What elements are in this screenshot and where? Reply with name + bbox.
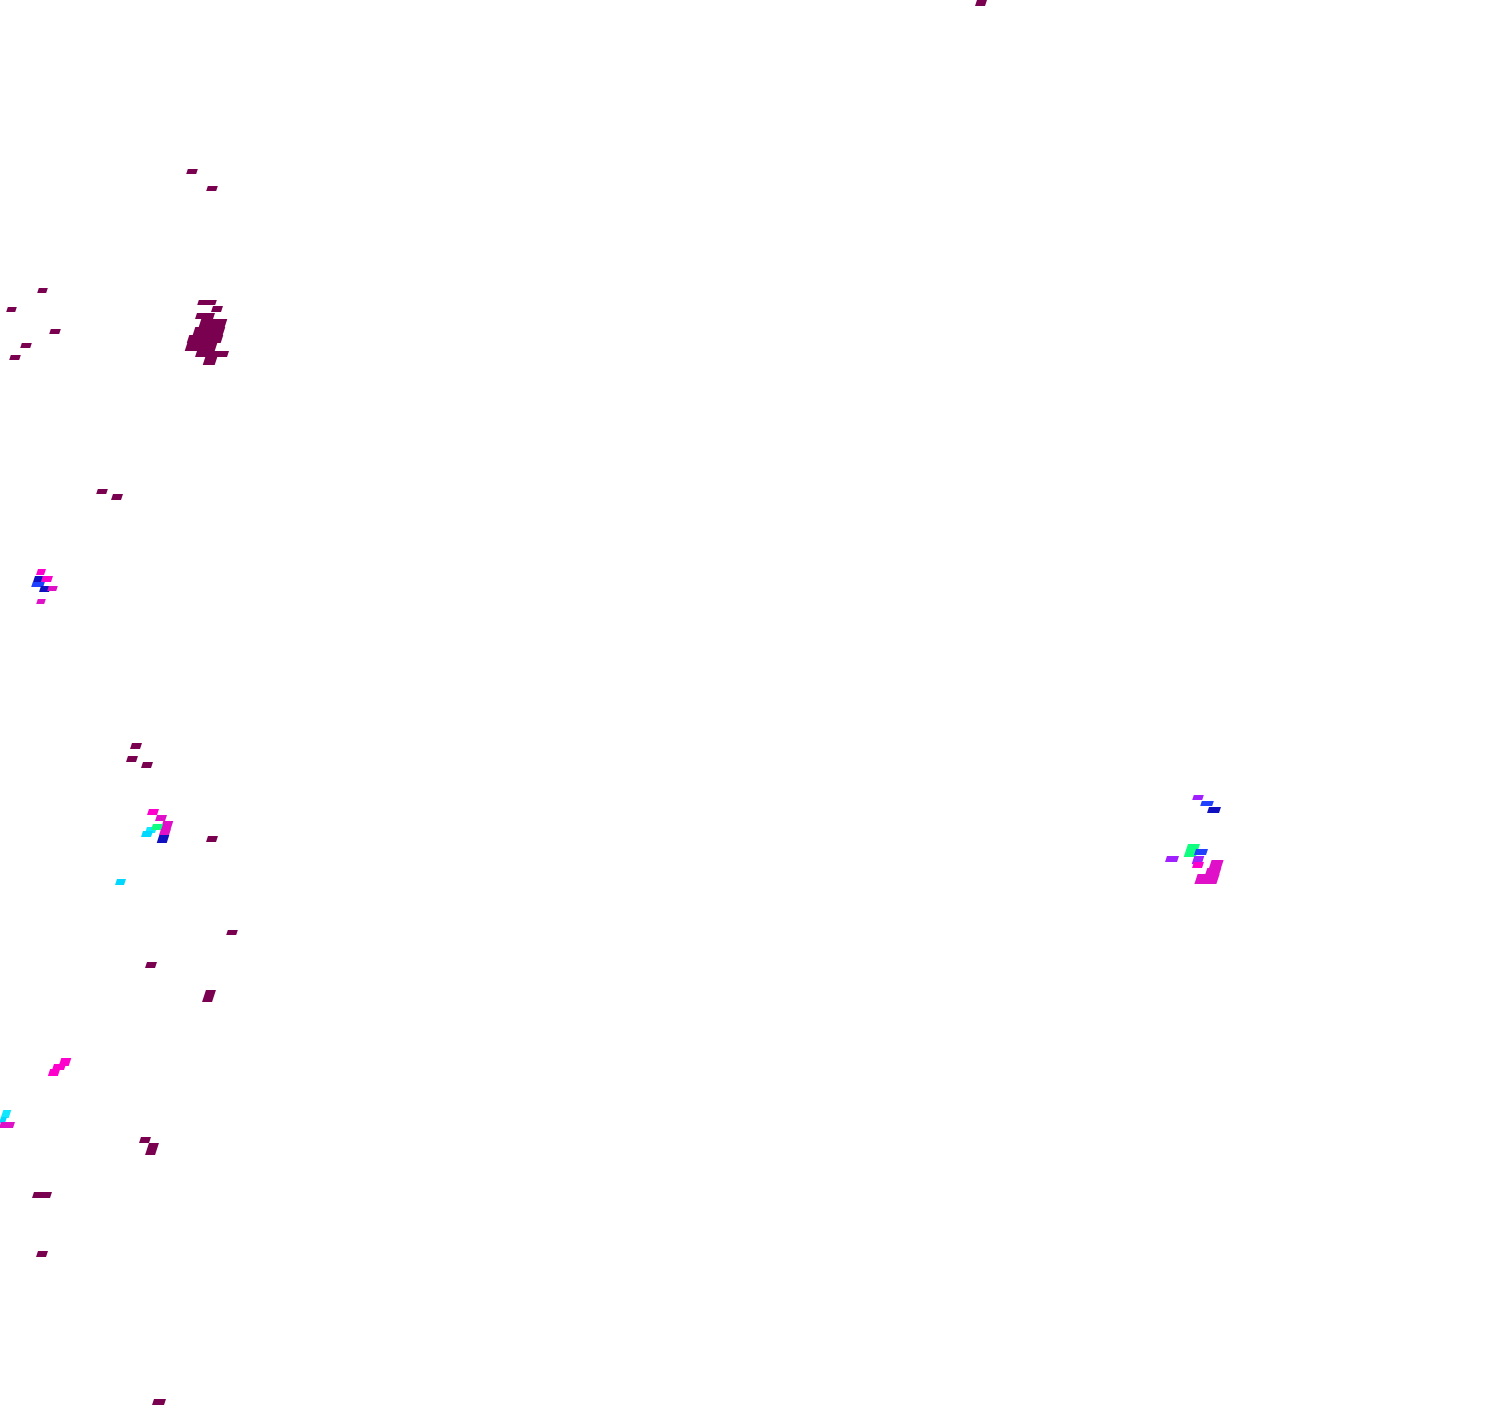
- radar-echo-cell: [41, 576, 53, 582]
- radar-echo-cell: [0, 1110, 12, 1118]
- radar-echo-cell: [1192, 862, 1204, 868]
- radar-echo-cell: [160, 821, 174, 829]
- radar-echo-cell: [145, 962, 157, 968]
- radar-echo-cell: [36, 1251, 48, 1257]
- radar-echo-cell: [198, 319, 228, 327]
- radar-echo-cell: [115, 879, 126, 885]
- radar-echo-cell: [206, 836, 218, 842]
- radar-echo-cell: [206, 186, 218, 191]
- radar-echo-cell: [9, 355, 21, 360]
- radar-echo-cell: [96, 489, 108, 494]
- radar-echo-cell: [1186, 844, 1200, 850]
- radar-echo-layer: [0, 0, 1224, 1405]
- radar-echo-cell: [47, 586, 58, 591]
- radar-echo-cell: [139, 1137, 151, 1143]
- radar-echo-cell: [52, 1064, 66, 1070]
- radar-echo-cell: [1200, 801, 1214, 806]
- radar-echo-cell: [1207, 807, 1221, 813]
- radar-echo-cell: [111, 494, 123, 500]
- radar-echo-cell: [36, 569, 46, 575]
- radar-echo-cell: [31, 582, 45, 587]
- radar-echo-cell: [226, 930, 238, 935]
- radar-echo-cell: [49, 329, 61, 334]
- radar-echo-cell: [195, 351, 229, 357]
- radar-echo-cell: [1192, 795, 1204, 800]
- radar-echo-cell: [1194, 874, 1220, 884]
- radar-echo-cell: [192, 327, 226, 335]
- radar-echo-cell: [1165, 856, 1179, 862]
- radar-echo-cell: [202, 990, 216, 1002]
- radar-echo-cell: [145, 1143, 159, 1155]
- radar-echo-cell: [6, 307, 17, 312]
- radar-echo-cell: [184, 343, 218, 351]
- radar-echo-cell: [155, 815, 167, 821]
- radar-echo-cell: [0, 1122, 15, 1128]
- radar-echo-cell: [32, 1192, 52, 1198]
- radar-echo-cell: [126, 756, 138, 762]
- radar-echo-cell: [186, 335, 224, 343]
- radar-echo-cell: [975, 0, 987, 6]
- radar-echo-cell: [202, 357, 218, 365]
- radar-echo-cell: [147, 809, 159, 815]
- radar-echo-cell: [1208, 860, 1224, 870]
- radar-echo-cell: [37, 288, 48, 293]
- radar-echo-cell: [47, 1069, 61, 1076]
- radar-echo-cell: [130, 743, 142, 749]
- radar-echo-cell: [20, 343, 32, 348]
- radar-echo-cell: [156, 835, 170, 843]
- radar-echo-cell: [0, 1117, 7, 1123]
- radar-echo-cell: [151, 824, 163, 830]
- radar-echo-cell: [197, 300, 217, 305]
- radar-echo-cell: [1194, 849, 1208, 855]
- radar-echo-cell: [141, 831, 153, 837]
- radar-echo-cell: [195, 313, 215, 319]
- radar-echo-cell: [141, 762, 153, 768]
- radar-echo-cell: [152, 1399, 166, 1405]
- radar-echo-cell: [211, 306, 223, 312]
- radar-echo-cell: [186, 169, 198, 174]
- radar-echo-cell: [36, 599, 46, 604]
- radar-echo-cell: [33, 576, 43, 582]
- radar-echo-cell: [159, 829, 171, 835]
